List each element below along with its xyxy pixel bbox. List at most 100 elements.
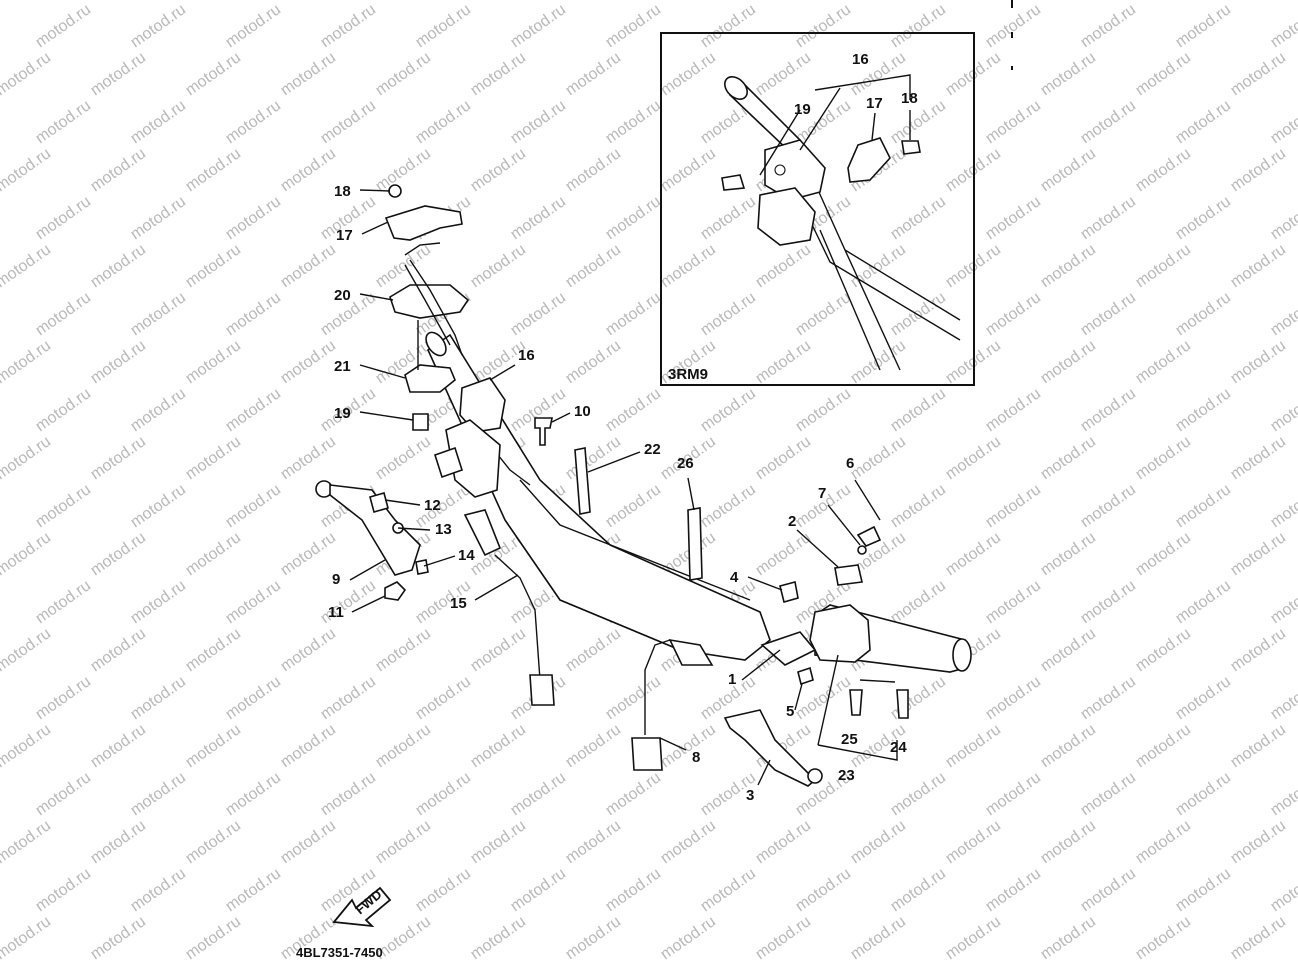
watermark-text: motod.ru	[943, 721, 1004, 771]
watermark-text: motod.ru	[183, 337, 244, 387]
watermark-text: motod.ru	[603, 673, 664, 723]
watermark-text: motod.ru	[563, 145, 624, 195]
watermark-text: motod.ru	[0, 337, 54, 387]
watermark-text: motod.ru	[658, 49, 719, 99]
watermark-text: motod.ru	[413, 673, 474, 723]
watermark-text: motod.ru	[1173, 289, 1234, 339]
callout-11: 11	[328, 604, 344, 621]
watermark-text: motod.ru	[1078, 673, 1139, 723]
watermark-text: motod.ru	[223, 385, 284, 435]
watermark-text: motod.ru	[603, 289, 664, 339]
watermark-text: motod.ru	[128, 193, 189, 243]
watermark-text: motod.ru	[698, 1, 759, 51]
watermark-text: motod.ru	[0, 625, 54, 675]
watermark-text: motod.ru	[1078, 289, 1139, 339]
callout-13: 13	[435, 521, 452, 538]
watermark-text: motod.ru	[1228, 433, 1289, 483]
watermark-text: motod.ru	[1038, 913, 1099, 963]
watermark-text: motod.ru	[373, 0, 434, 3]
inset-clamp-bracket	[721, 137, 921, 191]
watermark-text: motod.ru	[468, 721, 529, 771]
watermark-text: motod.ru	[1268, 769, 1298, 819]
watermark-text: motod.ru	[563, 625, 624, 675]
watermark-text: motod.ru	[943, 433, 1004, 483]
inset-leaders	[759, 74, 911, 176]
watermark-text: motod.ru	[88, 433, 149, 483]
watermark-text: motod.ru	[603, 769, 664, 819]
watermark-text: motod.ru	[888, 193, 949, 243]
watermark-text: motod.ru	[1038, 241, 1099, 291]
watermark-text: motod.ru	[223, 193, 284, 243]
watermark-text: motod.ru	[888, 769, 949, 819]
watermark-text: motod.ru	[0, 433, 54, 483]
watermark-text: motod.ru	[983, 481, 1044, 531]
holder-stack	[384, 184, 470, 431]
watermark-text: motod.ru	[888, 577, 949, 627]
watermark-text: motod.ru	[603, 1, 664, 51]
watermark-text: motod.ru	[1268, 193, 1298, 243]
watermark-text: motod.ru	[183, 241, 244, 291]
watermark-text: motod.ru	[0, 145, 54, 195]
watermark-text: motod.ru	[1133, 241, 1194, 291]
watermark-text: motod.ru	[563, 49, 624, 99]
callout-labels: 18 17 20 21 19 16 10 22 26 6 7 2 4 12 13…	[328, 183, 907, 804]
watermark-text: motod.ru	[1133, 0, 1194, 3]
watermark-text: motod.ru	[373, 721, 434, 771]
callout-12: 12	[424, 497, 441, 514]
watermark-text: motod.ru	[1133, 337, 1194, 387]
watermark-text: motod.ru	[983, 1, 1044, 51]
watermark-text: motod.ru	[1133, 817, 1194, 867]
watermark-text: motod.ru	[1268, 1, 1298, 51]
watermark-text: motod.ru	[658, 145, 719, 195]
watermark-text: motod.ru	[1268, 673, 1298, 723]
watermark-text: motod.ru	[318, 769, 379, 819]
watermark-text: motod.ru	[373, 433, 434, 483]
watermark-text: motod.ru	[793, 1, 854, 51]
watermark-text: motod.ru	[88, 817, 149, 867]
watermark-text: motod.ru	[278, 241, 339, 291]
watermark-text: motod.ru	[183, 625, 244, 675]
watermark-text: motod.ru	[0, 721, 54, 771]
watermark-text: motod.ru	[1173, 193, 1234, 243]
watermark-text: motod.ru	[508, 865, 569, 915]
watermark-text: motod.ru	[223, 769, 284, 819]
left-cable	[463, 509, 555, 706]
watermark-text: motod.ru	[848, 817, 909, 867]
callout-19: 19	[334, 405, 351, 422]
watermark-text: motod.ru	[1228, 0, 1289, 3]
watermark-text: motod.ru	[1173, 385, 1234, 435]
watermark-text: motod.ru	[1078, 1, 1139, 51]
watermark-text: motod.ru	[1173, 481, 1234, 531]
watermark-text: motod.ru	[1173, 1, 1234, 51]
watermark-text: motod.ru	[1268, 385, 1298, 435]
watermark-text: motod.ru	[1133, 433, 1194, 483]
watermark-text: motod.ru	[943, 529, 1004, 579]
watermark-text: motod.ru	[888, 481, 949, 531]
callout-2: 2	[788, 513, 796, 530]
watermark-text: motod.ru	[1038, 529, 1099, 579]
watermark-text: motod.ru	[943, 913, 1004, 963]
watermark-text: motod.ru	[1038, 337, 1099, 387]
watermark-text: motod.ru	[508, 289, 569, 339]
watermark-text: motod.ru	[1228, 817, 1289, 867]
watermark-text: motod.ru	[88, 721, 149, 771]
watermark-text: motod.ru	[318, 97, 379, 147]
callout-14: 14	[458, 547, 475, 564]
inset-callout-16: 16	[852, 51, 869, 68]
watermark-text: motod.ru	[128, 481, 189, 531]
watermark-text: motod.ru	[983, 193, 1044, 243]
watermark-text: motod.ru	[0, 817, 54, 867]
watermark-text: motod.ru	[183, 49, 244, 99]
watermark-text: motod.ru	[33, 865, 94, 915]
watermark-text: motod.ru	[698, 193, 759, 243]
watermark-text: motod.ru	[1173, 577, 1234, 627]
leader-lines	[349, 189, 898, 786]
watermark-text: motod.ru	[848, 433, 909, 483]
watermark-text: motod.ru	[698, 481, 759, 531]
watermark-text: motod.ru	[888, 1, 949, 51]
watermark-text: motod.ru	[563, 241, 624, 291]
watermark-text: motod.ru	[1133, 145, 1194, 195]
watermark-text: motod.ru	[128, 577, 189, 627]
watermark-text: motod.ru	[793, 385, 854, 435]
watermark-text: motod.ru	[33, 577, 94, 627]
